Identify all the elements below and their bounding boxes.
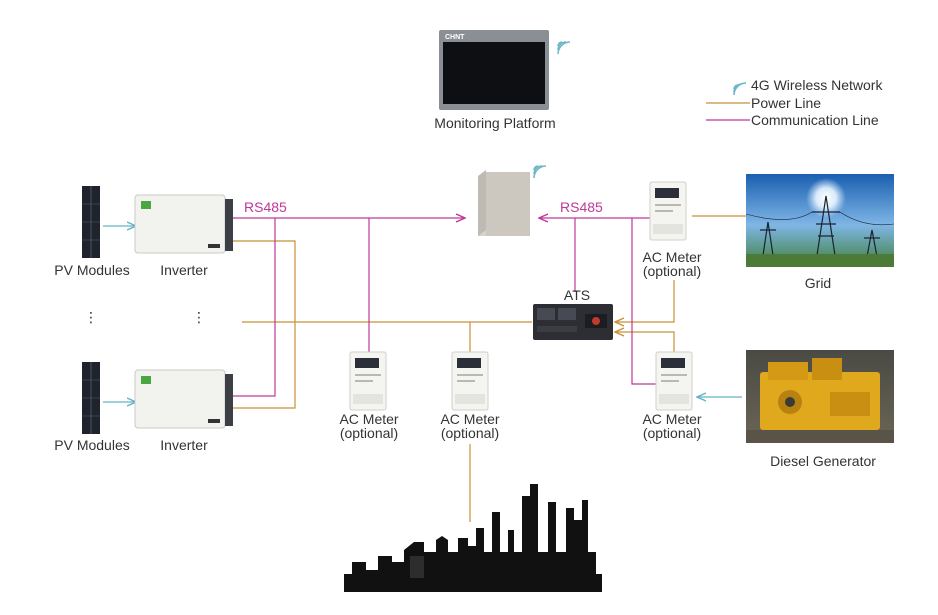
ac-meter-mid-2: [451, 351, 489, 411]
ac-meter-grid-label-2: (optional): [643, 263, 701, 279]
data-logger-box: [478, 170, 530, 236]
monitoring-platform-label: Monitoring Platform: [434, 115, 555, 131]
ac-meter-diesel: [655, 351, 693, 411]
brand-logo-text: CHNT: [445, 34, 465, 41]
grid-label: Grid: [805, 275, 831, 291]
power-lines: [233, 215, 746, 522]
ac-meter-mid-1: [349, 351, 387, 411]
legend-wireless-icon: [733, 82, 747, 96]
ac-meter-mid-2-label-1: AC Meter: [440, 411, 499, 427]
ellipsis-pv: ⋮: [84, 309, 98, 325]
diesel-generator-image: [746, 350, 894, 443]
ac-meter-mid-1-label-1: AC Meter: [339, 411, 398, 427]
legend-comm-label: Communication Line: [751, 112, 879, 128]
ac-meter-diesel-label-2: (optional): [643, 425, 701, 441]
monitoring-platform-device: CHNT: [439, 30, 549, 110]
inverter-bottom-label: Inverter: [160, 437, 208, 453]
wireless-icon-platform: [557, 41, 571, 55]
wireless-icon-logger: [533, 165, 547, 179]
ac-meter-mid-1-label-2: (optional): [340, 425, 398, 441]
ats-label: ATS: [564, 287, 590, 303]
pv-module-bottom: [82, 362, 100, 434]
rs485-left-label: RS485: [244, 199, 287, 215]
inverter-top-label: Inverter: [160, 262, 208, 278]
ac-meter-diesel-label-1: AC Meter: [642, 411, 701, 427]
ac-meter-grid: [649, 181, 687, 241]
ac-meter-grid-label-1: AC Meter: [642, 249, 701, 265]
diesel-generator-label: Diesel Generator: [770, 453, 876, 469]
legend-power-label: Power Line: [751, 95, 821, 111]
pv-modules-bottom-label: PV Modules: [54, 437, 129, 453]
grid-image: [745, 174, 895, 267]
ellipsis-inverter: ⋮: [192, 309, 206, 325]
pv-modules-top-label: PV Modules: [54, 262, 129, 278]
legend-wireless-label: 4G Wireless Network: [751, 77, 883, 93]
inverter-bottom: [134, 369, 233, 429]
rs485-right-label: RS485: [560, 199, 603, 215]
pv-module-top: [82, 186, 100, 258]
ac-meter-mid-2-label-2: (optional): [441, 425, 499, 441]
ats-device: [533, 304, 613, 340]
legend: 4G Wireless Network Power Line Communica…: [706, 77, 883, 128]
flow-arrows: [103, 226, 742, 402]
factory-skyline-icon: [344, 484, 602, 592]
communication-lines: [233, 218, 656, 397]
inverter-top: [134, 194, 233, 254]
